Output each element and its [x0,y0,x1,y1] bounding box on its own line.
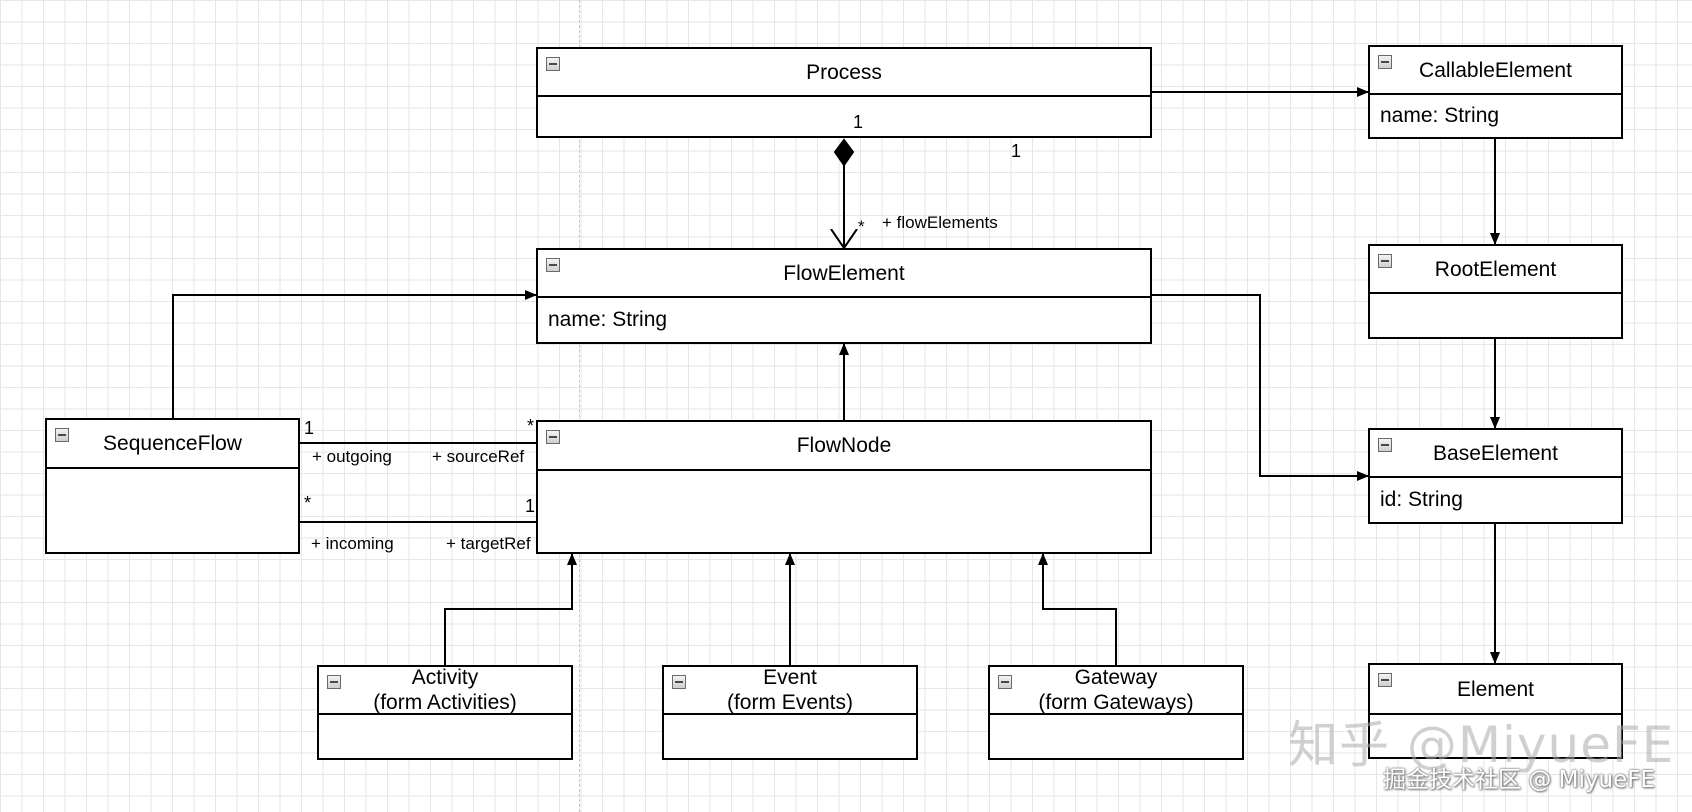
page-guide-line [579,0,580,812]
class-attributes [664,715,916,758]
class-attributes: name: String [548,308,668,331]
watermark-secondary: 掘金技术社区 @ MiyueFE [1383,767,1655,793]
edge-flowelement-base [1152,294,1369,481]
class-name: Gateway (form Gateways) [990,666,1242,715]
class-callable-element[interactable]: CallableElement name: String [1368,45,1623,139]
multiplicity-flowelements: * [858,217,865,236]
class-attributes: name: String [1380,104,1500,127]
class-name: CallableElement [1370,47,1621,95]
class-event[interactable]: Event (form Events) [662,665,918,760]
class-attributes [538,97,1150,136]
multiplicity-process-flowelements: 1 [853,112,864,132]
collapse-toggle-icon[interactable] [1378,673,1392,687]
edge-gateway-flownode [1038,553,1117,665]
class-flow-node[interactable]: FlowNode [536,420,1152,554]
class-name: SequenceFlow [47,420,298,469]
class-attributes [538,471,1150,552]
collapse-toggle-icon[interactable] [546,258,560,272]
class-activity[interactable]: Activity (form Activities) [317,665,573,760]
class-attributes [990,715,1242,758]
class-name-line: (form Gateways) [1038,691,1194,714]
watermark-primary: 知乎 @MiyueFE [1288,716,1675,774]
class-gateway[interactable]: Gateway (form Gateways) [988,665,1244,760]
class-name: BaseElement [1370,430,1621,478]
class-attributes [319,715,571,758]
multiplicity-incoming: * [304,493,312,513]
role-targetref: + targetRef [446,534,531,553]
edge-sequenceflow-flowelement [172,290,537,418]
collapse-toggle-icon[interactable] [1378,55,1392,69]
class-name-line: (form Activities) [373,691,517,714]
class-name-line: Activity [411,666,479,689]
class-name: Element [1370,665,1621,715]
collapse-toggle-icon[interactable] [546,430,560,444]
collapse-toggle-icon[interactable] [327,675,341,689]
multiplicity-targetref: 1 [525,496,536,516]
collapse-toggle-icon[interactable] [55,428,69,442]
edge-activity-flownode [444,553,577,665]
class-flow-element[interactable]: FlowElement name: String [536,248,1152,344]
role-incoming: + incoming [311,534,394,553]
class-sequence-flow[interactable]: SequenceFlow [45,418,300,554]
collapse-toggle-icon[interactable] [998,675,1012,689]
class-attributes [1370,294,1621,337]
class-process[interactable]: Process [536,47,1152,138]
class-element[interactable]: Element [1368,663,1623,759]
multiplicity-sourceref: * [527,416,535,436]
class-name-line: Event [763,666,817,689]
composition-diamond [833,138,855,167]
class-name: FlowElement [538,250,1150,298]
class-name-line: Gateway [1074,666,1158,689]
class-name: Process [538,49,1150,97]
collapse-toggle-icon[interactable] [546,57,560,71]
class-name: Event (form Events) [664,666,916,715]
class-root-element[interactable]: RootElement [1368,244,1623,339]
role-sourceref: + sourceRef [432,447,525,466]
collapse-toggle-icon[interactable] [1378,254,1392,268]
class-attributes: id: String [1380,488,1463,511]
multiplicity-outgoing: 1 [304,418,315,438]
class-attributes [47,469,298,552]
class-name: RootElement [1370,246,1621,294]
class-name: FlowNode [538,422,1150,471]
class-name-line: (form Events) [726,691,854,714]
class-name: Activity (form Activities) [319,666,571,715]
role-outgoing: + outgoing [312,447,392,466]
collapse-toggle-icon[interactable] [1378,438,1392,452]
class-base-element[interactable]: BaseElement id: String [1368,428,1623,524]
role-flowelements: + flowElements [882,213,998,232]
collapse-toggle-icon[interactable] [672,675,686,689]
multiplicity-process-callable: 1 [1011,141,1022,161]
